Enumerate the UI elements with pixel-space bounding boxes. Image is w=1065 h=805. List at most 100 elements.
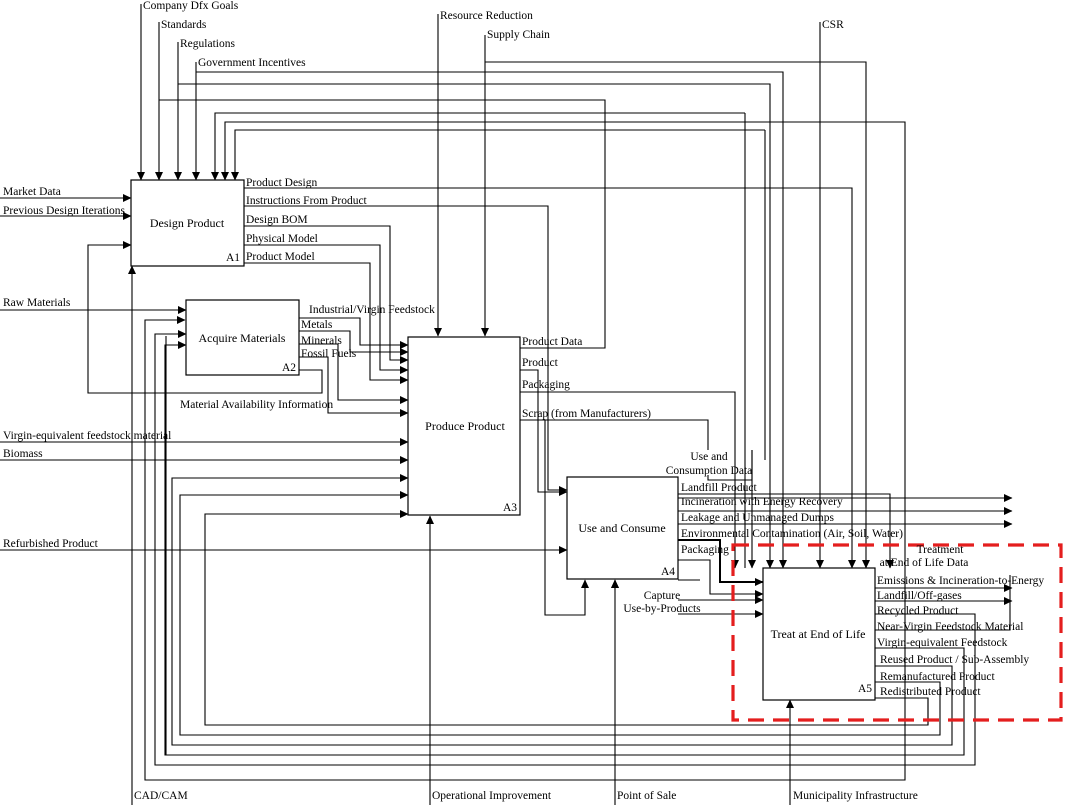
label-use-by-products: Use-by-Products bbox=[623, 603, 701, 615]
box-a2-id: A2 bbox=[282, 362, 296, 374]
label-physical-model: Physical Model bbox=[246, 233, 318, 245]
label-packaging-a3: Packaging bbox=[522, 379, 570, 391]
ds-to-a5 bbox=[744, 113, 766, 460]
box-a1-id: A1 bbox=[226, 252, 240, 264]
label-fossil-fuels: Fossil Fuels bbox=[301, 348, 357, 360]
label-treatment: Treatment bbox=[917, 544, 965, 556]
box-a5-id: A5 bbox=[858, 683, 872, 695]
label-environmental-contamination: Environmental Contamination (Air, Soil, … bbox=[681, 528, 903, 540]
a4-packaging-to-a5 bbox=[678, 559, 764, 598]
industrial-feedstock-arrow bbox=[299, 317, 409, 349]
box-a3: Produce Product A3 bbox=[407, 336, 521, 516]
box-a2-title: Acquire Materials bbox=[199, 331, 286, 345]
a4-left-mid bbox=[678, 579, 763, 600]
mechanism-labels: CAD/CAM Operational Improvement Point of… bbox=[134, 790, 918, 802]
label-capture: Capture bbox=[644, 590, 680, 602]
material-availability-loop bbox=[87, 241, 323, 394]
label-incineration-with-energy-recovery: Incineration with Energy Recovery bbox=[681, 496, 843, 508]
fossil-fuels-arrow bbox=[299, 356, 409, 417]
box-a2: Acquire Materials A2 bbox=[185, 299, 300, 376]
a4-ctrl bbox=[745, 450, 752, 568]
gov-incentives-to-a5 bbox=[196, 71, 787, 569]
label-emissions: Emissions & Incineration-to-Energy bbox=[877, 575, 1044, 587]
product-design-arrow bbox=[244, 187, 856, 569]
label-redistributed-product: Redistributed Product bbox=[880, 686, 981, 698]
virgin-equiv-line bbox=[164, 341, 965, 756]
metals-arrow bbox=[299, 330, 409, 356]
label-standards: Standards bbox=[161, 19, 207, 31]
label-product-data: Product Data bbox=[522, 336, 582, 348]
label-material-availability-information: Material Availability Information bbox=[180, 399, 333, 411]
design-bom-arrow bbox=[244, 225, 409, 364]
box-a5-title: Treat at End of Life bbox=[771, 627, 866, 641]
label-product: Product bbox=[522, 357, 559, 369]
rail-to-a1-1 bbox=[211, 112, 745, 181]
label-company-dfx-goals: Company Dfx Goals bbox=[143, 0, 239, 12]
a5-output-labels: Treatment at End of Life Data Emissions … bbox=[877, 544, 1044, 698]
label-point-of-sale: Point of Sale bbox=[617, 790, 676, 802]
label-landfill-off-gases: Landfill/Off-gases bbox=[877, 590, 962, 602]
label-municipality-infrastructure: Municipality Infrastructure bbox=[793, 790, 918, 802]
regulations-to-a5 bbox=[178, 83, 774, 569]
redistributed-line bbox=[204, 510, 929, 726]
supply-chain-to-a5 bbox=[485, 61, 870, 569]
a3-output-labels: Product Data Product Packaging Scrap (fr… bbox=[522, 336, 651, 420]
instructions-arrow bbox=[244, 205, 568, 494]
label-remanufactured-product: Remanufactured Product bbox=[880, 671, 995, 683]
label-cad-cam: CAD/CAM bbox=[134, 790, 188, 802]
label-government-incentives: Government Incentives bbox=[198, 57, 306, 69]
label-operational-improvement: Operational Improvement bbox=[432, 790, 552, 802]
product-arrow bbox=[520, 369, 568, 496]
box-a3-id: A3 bbox=[503, 502, 517, 514]
product-data-feedback bbox=[159, 99, 606, 349]
label-product-design: Product Design bbox=[246, 177, 317, 189]
box-a4-id: A4 bbox=[661, 566, 675, 578]
label-landfill-product: Landfill Product bbox=[681, 482, 757, 494]
label-virgin-equivalent-feedstock: Virgin-equivalent feedstock material bbox=[3, 430, 171, 442]
label-leakage-and-unmanaged-dumps: Leakage and Unmanaged Dumps bbox=[681, 512, 834, 524]
label-reused-product: Reused Product / Sub-Assembly bbox=[880, 654, 1029, 666]
box-a4: Use and Consume A4 bbox=[566, 476, 679, 580]
recycled-product-line bbox=[154, 330, 976, 766]
a1-output-labels: Product Design Instructions From Product… bbox=[246, 177, 368, 263]
near-virgin-line bbox=[875, 575, 1011, 631]
label-virgin-equivalent-feedstock-a5: Virgin-equivalent Feedstock bbox=[877, 637, 1008, 649]
scrap-arrow bbox=[520, 419, 709, 450]
label-market-data: Market Data bbox=[3, 186, 61, 198]
input-labels: Market Data Previous Design Iterations R… bbox=[3, 186, 171, 550]
label-packaging-a4: Packaging bbox=[681, 544, 729, 556]
label-product-model: Product Model bbox=[246, 251, 315, 263]
label-resource-reduction: Resource Reduction bbox=[440, 10, 533, 22]
label-csr: CSR bbox=[822, 19, 844, 31]
a4-loop-right bbox=[144, 121, 906, 781]
label-raw-materials: Raw Materials bbox=[3, 297, 71, 309]
label-refurbished-product: Refurbished Product bbox=[3, 538, 99, 550]
a4-to-a5-bold bbox=[678, 539, 764, 586]
label-industrial-virgin-feedstock: Industrial/Virgin Feedstock bbox=[309, 304, 435, 316]
label-minerals: Minerals bbox=[301, 335, 342, 347]
a2-output-labels: Industrial/Virgin Feedstock Metals Miner… bbox=[180, 304, 435, 411]
physical-model-arrow bbox=[244, 244, 409, 374]
box-a1: Design Product A1 bbox=[130, 179, 245, 267]
rail-to-a1-3 bbox=[231, 129, 765, 181]
box-a1-title: Design Product bbox=[150, 216, 225, 230]
box-a5: Treat at End of Life A5 bbox=[762, 567, 876, 701]
label-previous-design-iterations: Previous Design Iterations bbox=[3, 205, 126, 217]
label-at-end-of-life-data: at End of Life Data bbox=[880, 557, 969, 569]
box-a3-title: Produce Product bbox=[425, 419, 505, 433]
highlight-frame bbox=[731, 543, 1063, 722]
label-recycled-product: Recycled Product bbox=[877, 605, 959, 617]
box-a4-title: Use and Consume bbox=[578, 521, 665, 535]
product-model-arrow bbox=[244, 262, 409, 384]
a3-to-a4-loop bbox=[544, 420, 589, 616]
minerals-arrow bbox=[299, 343, 409, 404]
landfill-product-arrow bbox=[678, 493, 894, 569]
a4-output-labels: Use and Consumption Data Landfill Produc… bbox=[623, 451, 903, 615]
label-regulations: Regulations bbox=[180, 38, 235, 50]
packaging-a3-arrow bbox=[520, 391, 736, 450]
label-use-and: Use and bbox=[690, 451, 728, 463]
control-labels: Company Dfx Goals Standards Regulations … bbox=[143, 0, 844, 69]
label-biomass: Biomass bbox=[3, 448, 43, 460]
label-design-bom: Design BOM bbox=[246, 214, 308, 226]
